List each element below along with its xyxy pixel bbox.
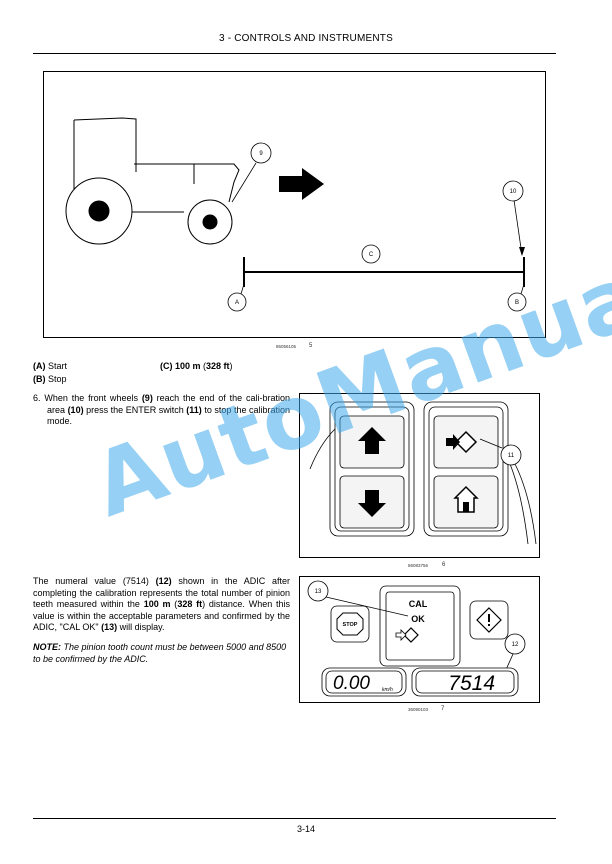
callout-c: C — [361, 244, 381, 264]
figure-7-caption: 36090103 — [408, 707, 429, 712]
enter-icon — [446, 430, 478, 454]
stop-label: STOP — [343, 622, 358, 628]
header-rule — [33, 53, 556, 54]
tractor-distance-diagram: 9 10 C A B — [65, 117, 527, 312]
callout-10-label: 10 — [510, 189, 517, 195]
figure-6-number: 6 — [442, 562, 446, 568]
callout-9-label: 9 — [259, 151, 263, 157]
figure-7-number: 7 — [441, 706, 445, 712]
legend-a: (A) Start — [33, 361, 68, 371]
cal-label: CAL — [409, 599, 428, 609]
switch-panel-illustration: 11 — [309, 401, 537, 545]
page-number: 3-14 — [296, 824, 315, 834]
callout-12: 12 — [504, 633, 526, 673]
figure-7-adic-display: STOP CAL OK 13 12 — [299, 576, 540, 703]
callout-10: 10 — [502, 180, 525, 256]
callout-a: A — [227, 283, 247, 312]
ok-label: OK — [411, 614, 425, 624]
step-6-text: 6. When the front wheels (9) reach the e… — [33, 393, 291, 427]
page-header-title: 3 - CONTROLS AND INSTRUMENTS — [219, 33, 393, 44]
speed-unit: km/h — [382, 687, 393, 693]
callout-9: 9 — [231, 142, 272, 203]
direction-arrow-icon — [279, 168, 324, 200]
pinion-count-value: 7514 — [448, 672, 495, 695]
stop-button-icon: STOP — [330, 605, 370, 643]
figure-5-number: 5 — [309, 343, 313, 349]
legend-c: (C) 100 m (328 ft) — [160, 361, 233, 371]
callout-11-label: 11 — [508, 453, 515, 459]
pinion-note: NOTE: The pinion tooth count must be bet… — [33, 642, 287, 664]
tractor-icon — [65, 117, 240, 245]
adic-display-illustration: STOP CAL OK 13 12 — [307, 580, 526, 697]
down-arrow-icon — [358, 490, 386, 517]
figure-5-caption: 86056105 — [276, 344, 297, 349]
callout-13-label: 13 — [315, 589, 322, 595]
figure-5-calibration-distance: 9 10 C A B — [43, 71, 546, 338]
callout-11: 11 — [479, 438, 522, 466]
warning-button-icon — [469, 600, 509, 640]
speed-value: 0.00 — [333, 673, 370, 694]
up-arrow-icon — [358, 427, 386, 454]
footer-rule — [33, 818, 556, 819]
callout-12-label: 12 — [512, 642, 519, 648]
legend-b: (B) Stop — [33, 374, 67, 384]
figure-6-switch-panel: 11 — [299, 393, 540, 558]
figure-6-caption: 86083756 — [408, 563, 429, 568]
callout-b-label: B — [515, 300, 519, 306]
calibration-result-text: The numeral value (7514) (12) shown in t… — [33, 576, 290, 633]
enter-small-icon — [395, 627, 419, 643]
callout-a-label: A — [235, 300, 239, 306]
home-icon — [453, 485, 479, 513]
callout-13: 13 — [307, 580, 409, 617]
callout-c-label: C — [369, 252, 374, 258]
callout-b: B — [507, 283, 527, 312]
